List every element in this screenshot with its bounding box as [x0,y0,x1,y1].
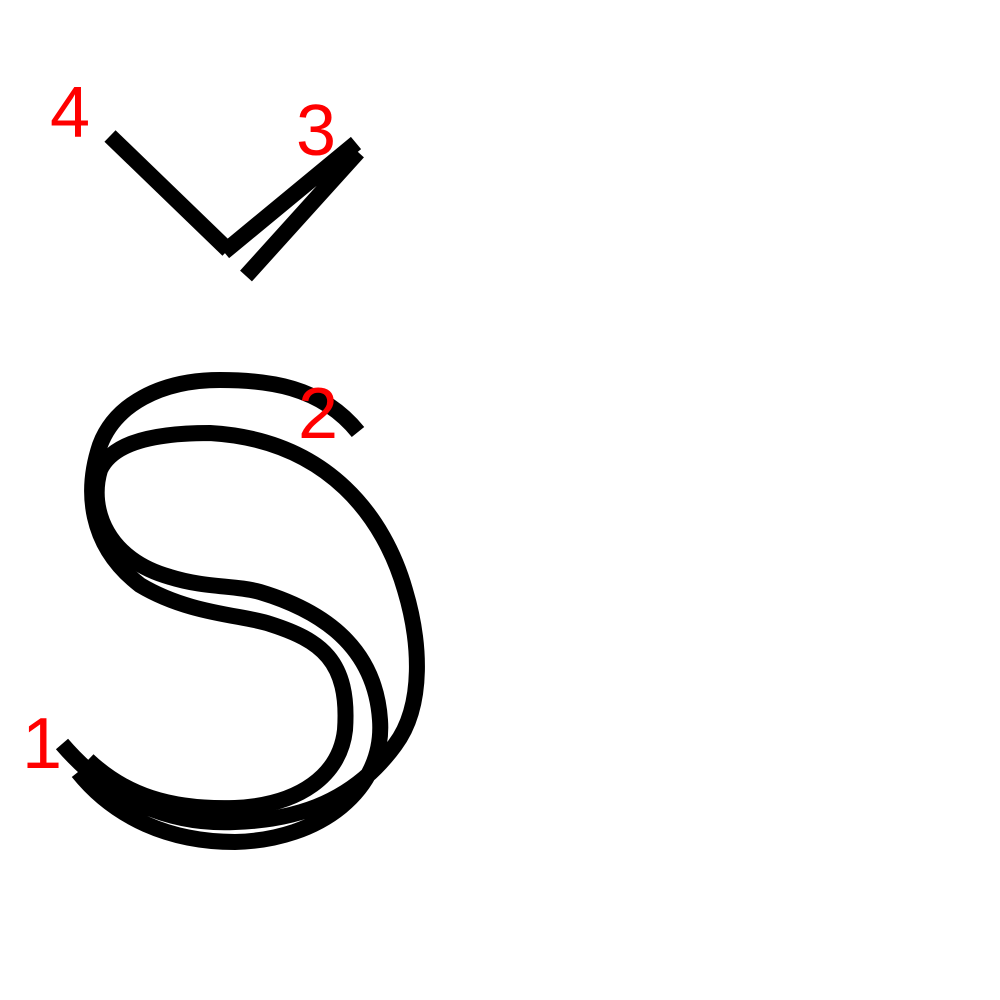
stroke-2-path [82,371,365,817]
stroke-2-label: 2 [298,374,338,454]
stroke-1-label: 1 [22,704,62,784]
stroke-4-label: 4 [50,73,90,153]
stroke-4-path [104,130,234,256]
stroke-3-label: 3 [296,91,336,171]
stroke-1-path [55,424,425,851]
stroke-3-path [218,136,364,282]
